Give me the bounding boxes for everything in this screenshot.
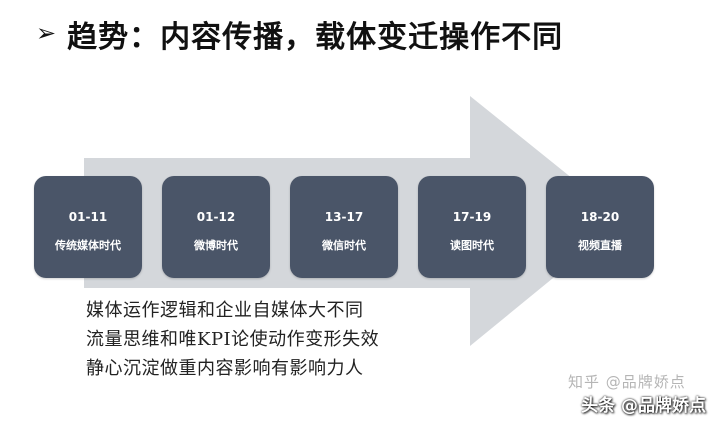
toutiao-credit: 头条 @品牌娇点 <box>581 396 706 416</box>
page-title: ➢ 趋势：内容传播，载体变迁操作不同 <box>36 14 564 55</box>
title-text: 趋势：内容传播，载体变迁操作不同 <box>67 20 564 55</box>
zhihu-watermark: 知乎 @品牌娇点 <box>568 373 686 391</box>
stage-image-reading: 17-19 读图时代 <box>418 176 526 278</box>
stage-period: 17-19 <box>452 210 492 224</box>
stage-traditional-media: 01-11 传统媒体时代 <box>34 176 142 278</box>
stage-label: 微信时代 <box>322 239 366 252</box>
stage-period: 01-11 <box>68 210 108 224</box>
stage-label: 传统媒体时代 <box>55 239 121 252</box>
note-line: 流量思维和唯KPI论使动作变形失效 <box>86 329 380 350</box>
note-line: 媒体运作逻辑和企业自媒体大不同 <box>86 300 364 321</box>
stage-weibo: 01-12 微博时代 <box>162 176 270 278</box>
stage-wechat: 13-17 微信时代 <box>290 176 398 278</box>
notes-list: 媒体运作逻辑和企业自媒体大不同 流量思维和唯KPI论使动作变形失效 静心沉淀做重… <box>86 296 379 383</box>
stage-label: 读图时代 <box>450 239 494 252</box>
stage-video-live: 18-20 视频直播 <box>546 176 654 278</box>
stage-period: 18-20 <box>580 210 620 224</box>
stage-period: 01-12 <box>196 210 236 224</box>
stage-label: 微博时代 <box>194 239 238 252</box>
note-line: 静心沉淀做重内容影响有影响力人 <box>86 358 364 379</box>
stage-period: 13-17 <box>324 210 364 224</box>
title-bullet-icon: ➢ <box>36 19 58 47</box>
stage-label: 视频直播 <box>578 239 622 252</box>
